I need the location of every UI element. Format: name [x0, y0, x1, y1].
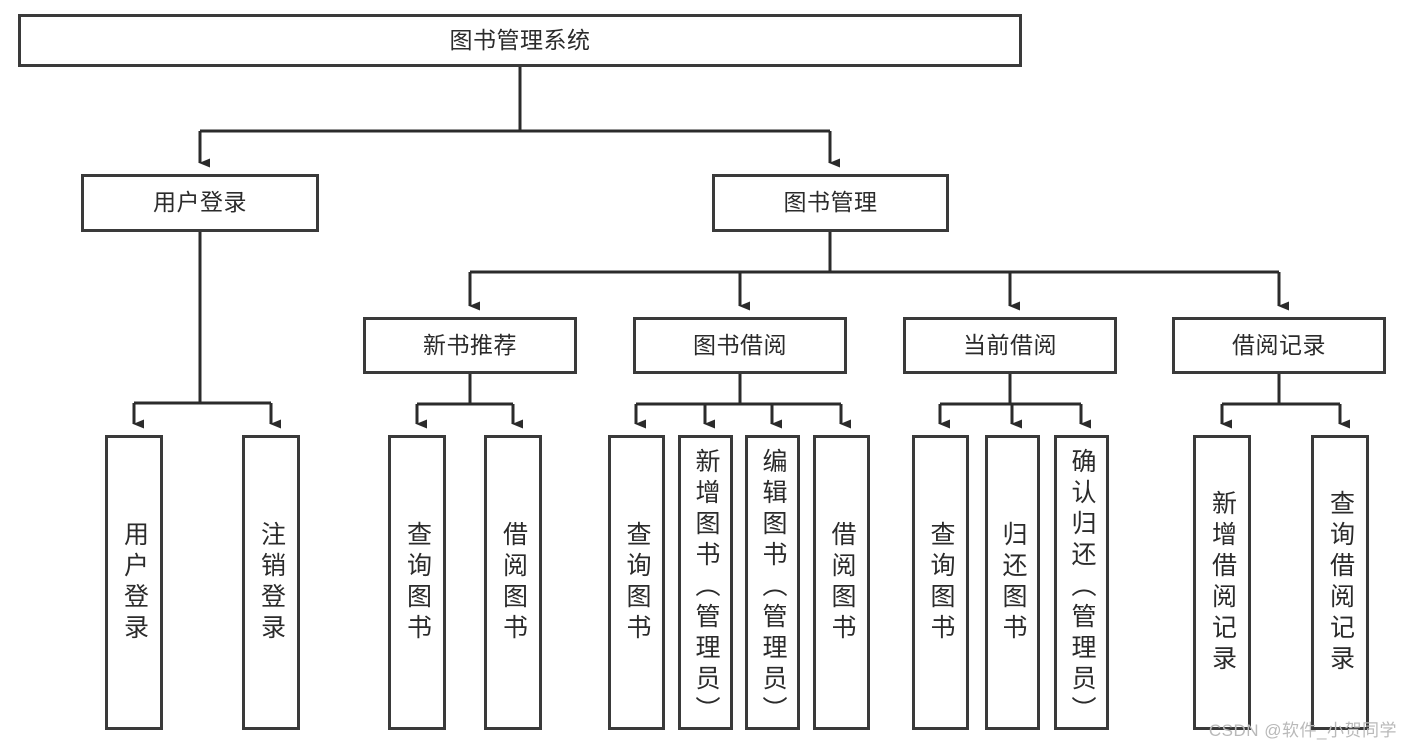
node-user-login-label: 用户登录	[153, 189, 247, 216]
node-leaf-return-book-label: 归还图书	[999, 520, 1027, 645]
node-leaf-borrow-book-1[interactable]: 借阅图书	[484, 435, 542, 730]
node-leaf-borrow-book-1-label: 借阅图书	[499, 520, 528, 645]
node-leaf-borrow-book-2[interactable]: 借阅图书	[813, 435, 870, 730]
node-leaf-logout-label: 注销登录	[257, 520, 286, 645]
node-user-login[interactable]: 用户登录	[81, 174, 319, 232]
node-leaf-add-book[interactable]: 新增图书（管理员）	[678, 435, 733, 730]
node-current-borrow[interactable]: 当前借阅	[903, 317, 1117, 374]
node-book-borrow[interactable]: 图书借阅	[633, 317, 847, 374]
node-book-manage[interactable]: 图书管理	[712, 174, 949, 232]
node-leaf-borrow-book-2-label: 借阅图书	[828, 520, 856, 645]
node-leaf-query-book-1-label: 查询图书	[403, 520, 432, 645]
node-leaf-query-book-2[interactable]: 查询图书	[608, 435, 665, 730]
node-leaf-query-book-2-label: 查询图书	[623, 520, 651, 645]
node-new-book-recommend-label: 新书推荐	[423, 331, 517, 358]
node-leaf-add-record-label: 新增借阅记录	[1208, 489, 1237, 676]
node-leaf-add-record[interactable]: 新增借阅记录	[1193, 435, 1251, 730]
node-leaf-query-record-label: 查询借阅记录	[1326, 489, 1355, 676]
node-root-label: 图书管理系统	[449, 26, 591, 53]
node-leaf-query-book-1[interactable]: 查询图书	[388, 435, 446, 730]
node-current-borrow-label: 当前借阅	[963, 331, 1057, 358]
node-root[interactable]: 图书管理系统	[18, 14, 1022, 67]
node-book-borrow-label: 图书借阅	[693, 331, 787, 358]
node-leaf-edit-book-label: 编辑图书（管理员）	[759, 448, 787, 727]
node-new-book-recommend[interactable]: 新书推荐	[363, 317, 577, 374]
node-borrow-record[interactable]: 借阅记录	[1172, 317, 1386, 374]
node-leaf-confirm-return[interactable]: 确认归还（管理员）	[1054, 435, 1109, 730]
node-leaf-user-login-label: 用户登录	[120, 520, 149, 645]
node-book-manage-label: 图书管理	[783, 189, 878, 216]
node-leaf-query-record[interactable]: 查询借阅记录	[1311, 435, 1369, 730]
node-leaf-confirm-return-label: 确认归还（管理员）	[1068, 448, 1096, 727]
node-leaf-query-book-3[interactable]: 查询图书	[912, 435, 969, 730]
node-leaf-query-book-3-label: 查询图书	[927, 520, 955, 645]
node-leaf-add-book-label: 新增图书（管理员）	[692, 448, 720, 727]
node-leaf-user-login[interactable]: 用户登录	[105, 435, 163, 730]
node-leaf-logout[interactable]: 注销登录	[242, 435, 300, 730]
node-leaf-edit-book[interactable]: 编辑图书（管理员）	[745, 435, 800, 730]
node-borrow-record-label: 借阅记录	[1232, 331, 1326, 358]
node-leaf-return-book[interactable]: 归还图书	[985, 435, 1040, 730]
